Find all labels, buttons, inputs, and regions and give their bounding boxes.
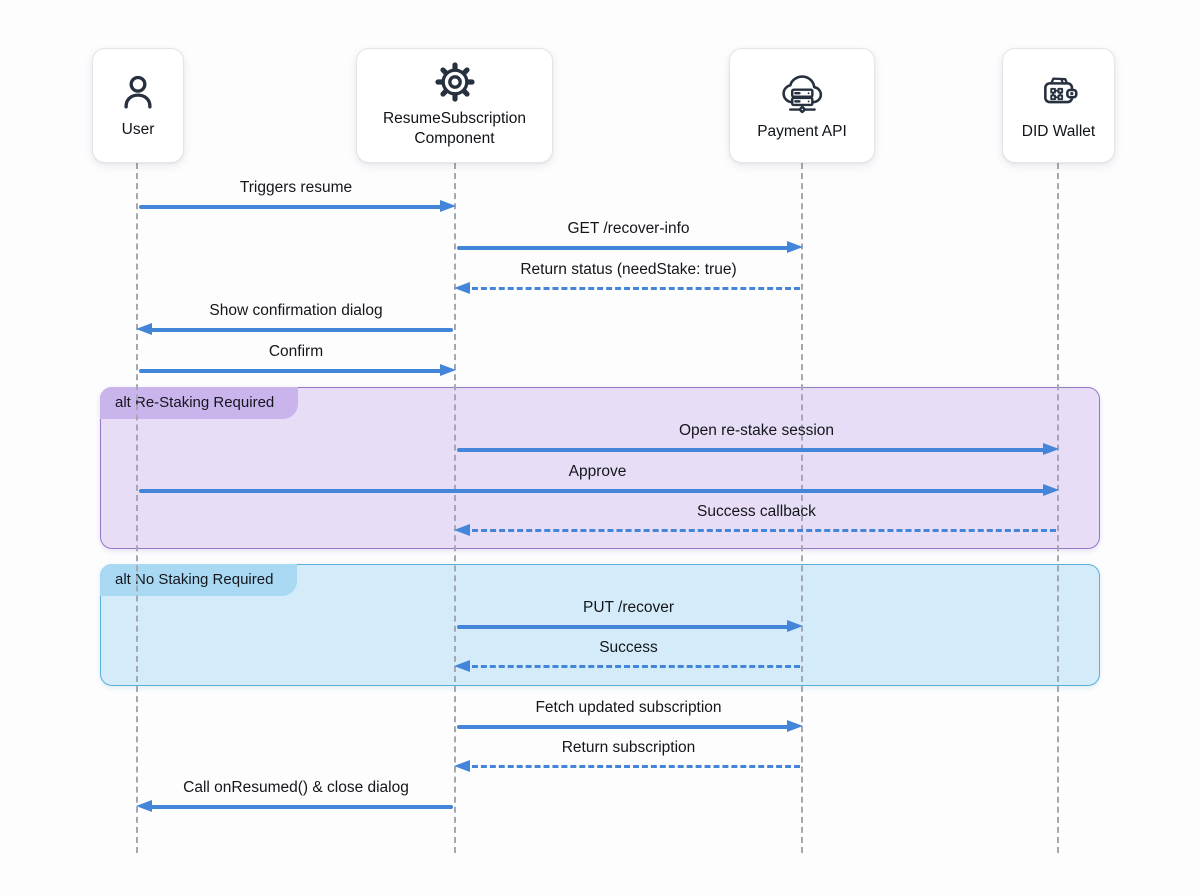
message-label: Fetch updated subscription xyxy=(535,699,722,716)
message-label: Confirm xyxy=(268,343,324,360)
message-line xyxy=(463,665,800,668)
message-line xyxy=(145,805,453,809)
arrowhead xyxy=(1043,484,1059,497)
message-line xyxy=(463,765,800,768)
wallet-icon xyxy=(1043,77,1078,104)
message-label: Call onResumed() & close dialog xyxy=(183,779,409,796)
message-label: Approve xyxy=(568,463,627,480)
arrowhead xyxy=(136,323,152,336)
message-line xyxy=(457,246,794,250)
message-line xyxy=(145,328,453,332)
participant-label: Payment API xyxy=(757,123,847,141)
arrowhead xyxy=(787,241,803,254)
arrowhead xyxy=(454,524,470,537)
participant-label: User xyxy=(121,121,155,139)
lifeline-user xyxy=(136,163,138,853)
participant-did-wallet: DID Wallet xyxy=(1002,48,1115,163)
lifeline-resume-subscription-component xyxy=(454,163,456,853)
arrowhead xyxy=(440,364,456,377)
arrowhead xyxy=(454,760,470,773)
message-line xyxy=(457,725,794,729)
participant-resume-subscription-component: ResumeSubscription Component xyxy=(356,48,553,163)
alt-block-re-staking-required: alt Re-Staking Required xyxy=(100,387,1100,549)
participant-user: User xyxy=(92,48,184,163)
message-label: PUT /recover xyxy=(582,599,675,616)
lifeline-payment-api xyxy=(801,163,803,853)
message-line xyxy=(463,529,1056,532)
arrowhead xyxy=(787,720,803,733)
message-label: Triggers resume xyxy=(239,179,353,196)
arrowhead xyxy=(454,282,470,295)
arrowhead xyxy=(1043,443,1059,456)
cloud-server-icon xyxy=(782,75,823,114)
participant-payment-api: Payment API xyxy=(729,48,875,163)
participant-label: ResumeSubscription Component xyxy=(382,110,526,147)
arrowhead xyxy=(440,200,456,213)
message-label: Return status (needStake: true) xyxy=(520,261,737,278)
message-label: Open re-stake session xyxy=(678,422,835,439)
message-label: Success xyxy=(599,639,658,656)
message-line xyxy=(139,489,1050,493)
gear-icon xyxy=(434,62,475,102)
user-icon xyxy=(124,75,152,109)
message-line xyxy=(463,287,800,290)
alt-block-label: alt Re-Staking Required xyxy=(100,387,299,419)
message-label: Show confirmation dialog xyxy=(209,302,383,319)
message-label: GET /recover-info xyxy=(567,220,690,237)
participant-label: DID Wallet xyxy=(1021,123,1096,141)
lifeline-did-wallet xyxy=(1057,163,1059,853)
arrowhead xyxy=(454,660,470,673)
message-label: Return subscription xyxy=(561,739,696,756)
message-line xyxy=(457,448,1050,452)
message-line xyxy=(139,205,447,209)
message-line xyxy=(457,625,794,629)
arrowhead xyxy=(136,800,152,813)
alt-block-label: alt No Staking Required xyxy=(100,564,298,596)
message-line xyxy=(139,369,447,373)
message-label: Success callback xyxy=(697,503,816,520)
arrowhead xyxy=(787,620,803,633)
